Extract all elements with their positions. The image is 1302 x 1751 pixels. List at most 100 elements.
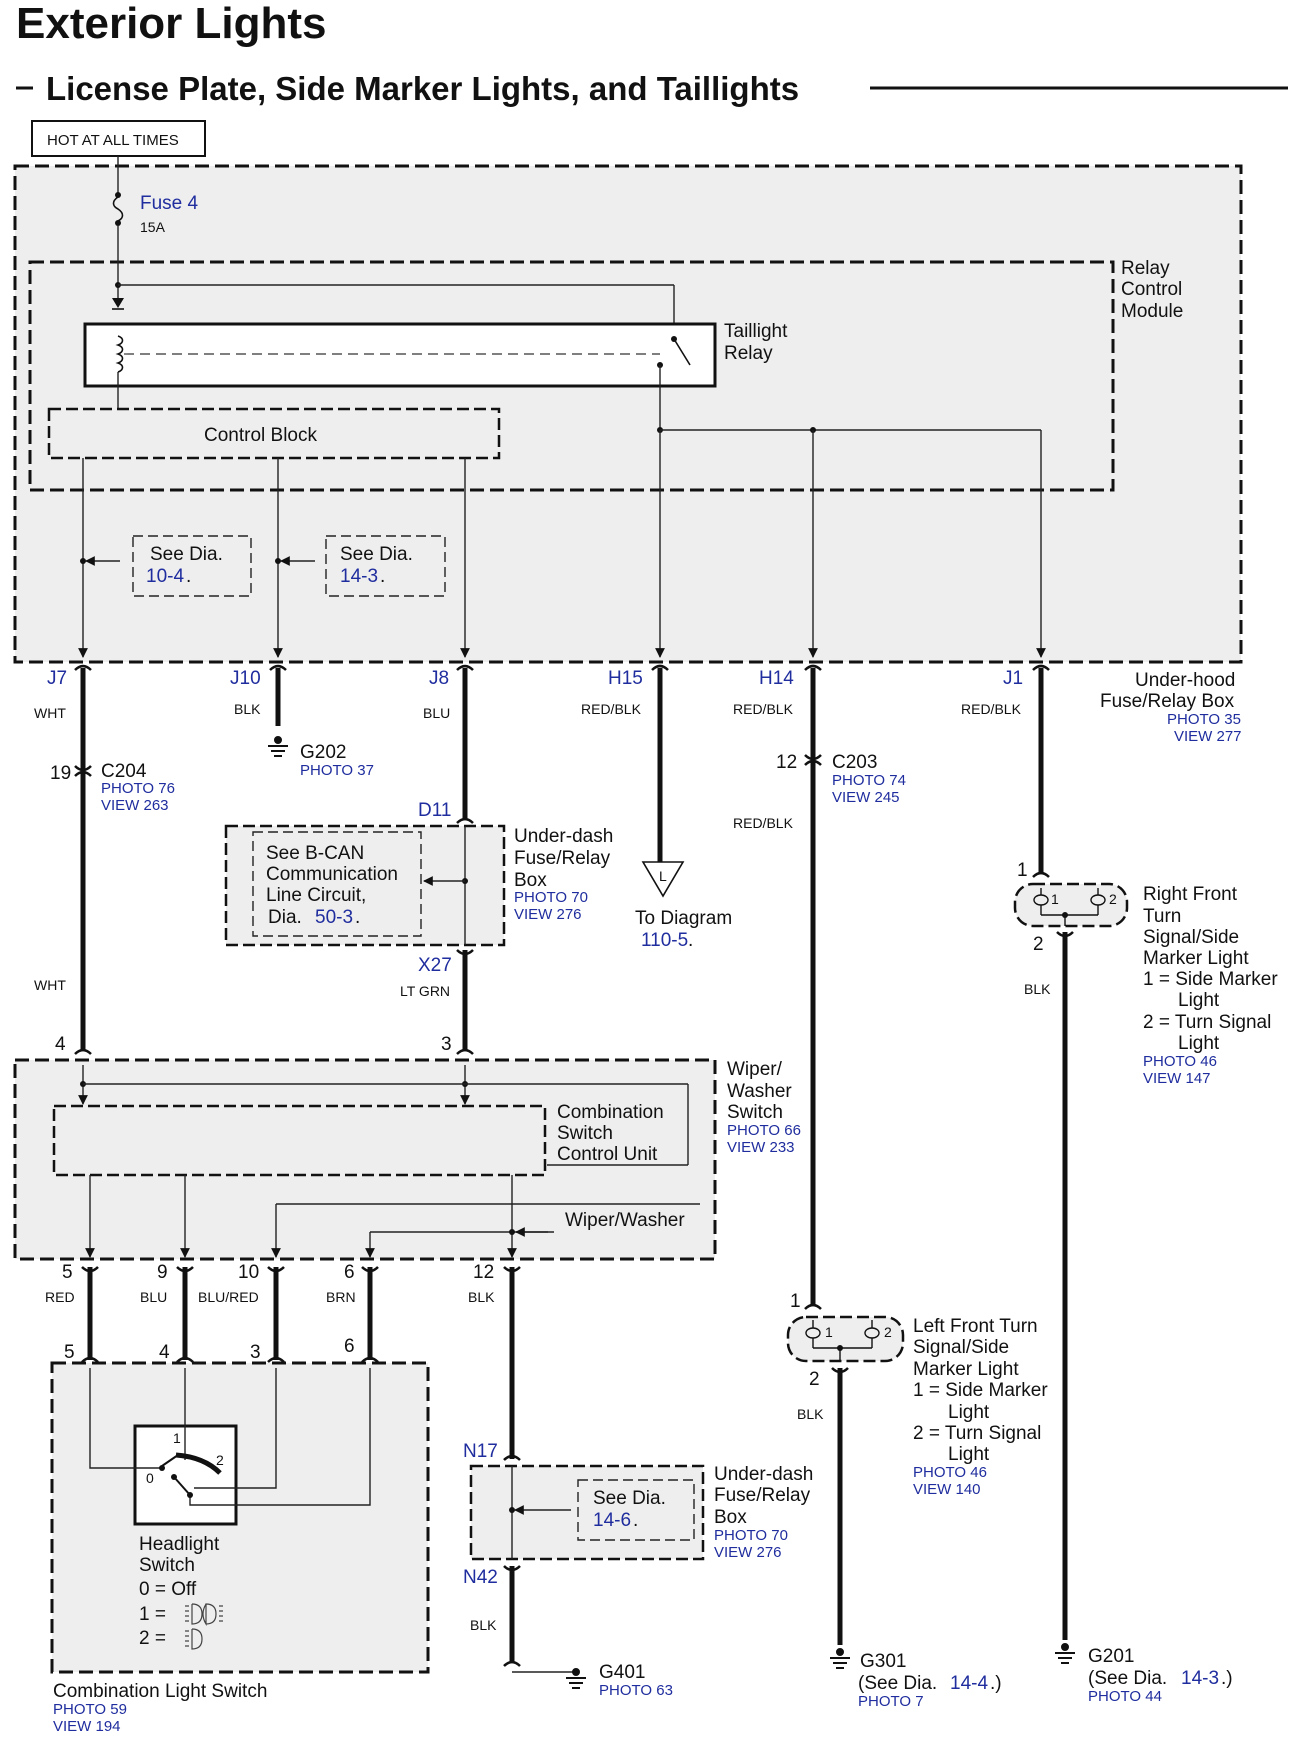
see-dia-1-end: .	[186, 566, 191, 587]
ground-icon	[268, 736, 288, 757]
pin-9: 9	[157, 1262, 168, 1283]
bcan-dia-ref[interactable]: 50-3	[315, 907, 353, 928]
control-unit-label-1: Combination	[557, 1102, 664, 1123]
left-lamp-connector	[804, 1303, 822, 1310]
switch-contact	[159, 1465, 165, 1471]
pin-6: 6	[344, 1262, 355, 1283]
pin-x27: X27	[418, 955, 452, 976]
g301-name: G301	[860, 1651, 906, 1672]
to-diagram-ref[interactable]: 110-5	[641, 930, 688, 951]
pin-n17: N17	[463, 1441, 498, 1462]
underdash-1-view: VIEW 276	[514, 906, 582, 923]
wiper-switch-border	[13, 1058, 717, 1261]
g202-photo: PHOTO 37	[300, 762, 374, 779]
hl-pin-5: 5	[64, 1342, 75, 1363]
c204-pin: 19	[50, 763, 71, 784]
g301-photo: PHOTO 7	[858, 1693, 924, 1710]
wire-color-c203: RED/BLK	[733, 815, 794, 831]
relay-module-label-2: Control	[1121, 279, 1182, 300]
g201-see: (See Dia.	[1088, 1668, 1167, 1689]
combination-switch-photo: PHOTO 59	[53, 1701, 127, 1718]
hot-label-box	[31, 120, 206, 157]
wiper-pin-3: 3	[441, 1034, 452, 1055]
connector-n17	[503, 1454, 521, 1461]
hot-label: HOT AT ALL TIMES	[47, 132, 179, 149]
underdash-2-ref[interactable]: 14-6	[593, 1510, 631, 1531]
wire-color-10: BLU/RED	[198, 1289, 259, 1305]
right-lamp-view: VIEW 147	[1143, 1070, 1211, 1087]
combination-switch-view: VIEW 194	[53, 1718, 121, 1735]
wire-color-left-lamp: BLK	[797, 1406, 824, 1422]
underdash-1-box	[226, 826, 504, 945]
underdash-2-end: .	[633, 1510, 638, 1531]
page-title: Exterior Lights	[16, 0, 327, 48]
headlight-label-1: Headlight	[139, 1534, 220, 1555]
wire-color-right-lamp: BLK	[1024, 981, 1051, 997]
c203-view: VIEW 245	[832, 789, 900, 806]
underhood-view: VIEW 277	[1174, 728, 1242, 745]
left-lamp-pin-bottom: 2	[809, 1369, 820, 1390]
ground-icon	[1055, 1643, 1075, 1664]
left-lamp-name-2: Signal/Side	[913, 1337, 1009, 1358]
underhood-label-2: Fuse/Relay Box	[1100, 691, 1235, 712]
pin-j1: J1	[1003, 668, 1023, 689]
right-lamp-pin-top: 1	[1017, 860, 1028, 881]
taillight-relay-label-2: Relay	[724, 343, 773, 364]
right-lamp-legend-4: Light	[1178, 1033, 1220, 1054]
relay-module-box	[28, 260, 1115, 492]
connector-c204	[74, 765, 92, 777]
right-lamp-pin-b: 2	[1109, 891, 1117, 907]
see-dia-2-ref[interactable]: 14-3	[340, 566, 378, 587]
junction-dot	[509, 1229, 515, 1235]
wiper-photo: PHOTO 66	[727, 1122, 801, 1139]
combination-switch-name: Combination Light Switch	[53, 1681, 267, 1702]
g301-end: .)	[990, 1673, 1002, 1694]
junction-dot	[1062, 912, 1068, 918]
junction-dot	[837, 1345, 843, 1351]
g201-ref[interactable]: 14-3	[1181, 1668, 1219, 1689]
connector-pins	[74, 664, 1050, 671]
wiper-label-1: Wiper/	[727, 1059, 783, 1080]
control-block-label: Control Block	[204, 425, 317, 446]
right-lamp-legend-2: Light	[1178, 990, 1220, 1011]
g301-ref[interactable]: 14-4	[950, 1673, 988, 1694]
left-lamp-legend-3: 2 = Turn Signal	[913, 1423, 1041, 1444]
see-dia-2-text: See Dia.	[340, 544, 413, 565]
pin-j7: J7	[47, 668, 67, 689]
pin-j10: J10	[230, 668, 261, 689]
right-lamp-pin-a: 1	[1051, 891, 1059, 907]
wire-color-12: BLK	[468, 1289, 495, 1305]
left-lamp-view: VIEW 140	[913, 1481, 981, 1498]
combination-switch-border	[50, 1361, 430, 1674]
underdash-1-photo: PHOTO 70	[514, 889, 588, 906]
underdash-2-photo: PHOTO 70	[714, 1527, 788, 1544]
pin-10: 10	[238, 1262, 259, 1283]
underdash-1-label-3: Box	[514, 870, 547, 891]
relay-module-label-1: Relay	[1121, 258, 1170, 279]
pin-h14: H14	[759, 668, 794, 689]
switch-pos-0: 0	[146, 1470, 154, 1486]
underhood-box	[15, 166, 1241, 662]
wire-color-c204: WHT	[34, 977, 66, 993]
pin-12: 12	[473, 1262, 494, 1283]
c204-view: VIEW 263	[101, 797, 169, 814]
wire-color-h14: RED/BLK	[733, 701, 794, 717]
underdash-1-label-2: Fuse/Relay	[514, 848, 611, 869]
wiper-pin-4: 4	[55, 1034, 66, 1055]
see-dia-2-end: .	[380, 566, 385, 587]
connector-g401	[503, 1660, 521, 1667]
relay-coil-icon	[115, 335, 124, 373]
bcan-text-3: Line Circuit,	[266, 885, 366, 906]
to-diagram-end: .	[688, 930, 693, 951]
see-dia-1-ref[interactable]: 10-4	[146, 566, 184, 587]
underdash-2-box	[471, 1466, 703, 1559]
left-lamp-pin-a: 1	[825, 1324, 833, 1340]
fuse-rating: 15A	[140, 219, 166, 235]
underdash-2-inner-box	[577, 1479, 695, 1541]
switch-wiper-arc	[175, 1452, 222, 1475]
diode-icon	[112, 298, 124, 308]
left-lamp-pin-b: 2	[884, 1324, 892, 1340]
g201-photo: PHOTO 44	[1088, 1688, 1162, 1705]
right-lamp-connector	[1032, 871, 1050, 878]
fuse-terminal-bottom	[115, 220, 121, 226]
